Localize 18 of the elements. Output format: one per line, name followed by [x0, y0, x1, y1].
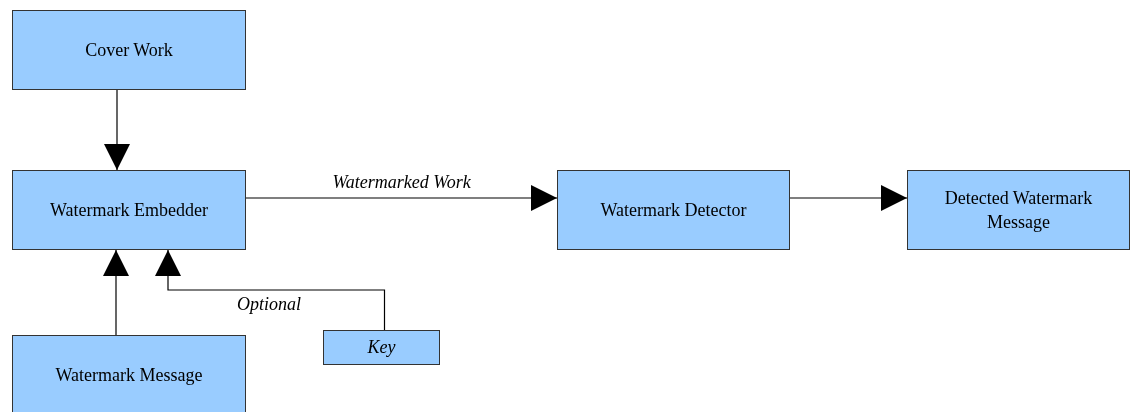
- box-label: Detected Watermark Message: [943, 186, 1094, 234]
- arrow: [104, 89, 130, 171]
- arrow: [103, 249, 129, 336]
- process-box: [12, 10, 246, 90]
- process-box: [12, 170, 246, 250]
- arrow: [245, 185, 558, 211]
- box-label: Key: [366, 336, 397, 360]
- process-box: [323, 330, 440, 365]
- edge-label: Optional: [235, 294, 303, 315]
- process-box: [557, 170, 790, 250]
- arrow: [155, 249, 386, 331]
- arrow: [789, 185, 908, 211]
- process-box: [12, 335, 246, 412]
- process-box: [907, 170, 1130, 250]
- box-label: Watermark Embedder: [49, 198, 209, 222]
- box-label: Cover Work: [84, 38, 174, 62]
- box-label: Watermark Detector: [599, 198, 748, 222]
- box-label: Watermark Message: [54, 363, 204, 387]
